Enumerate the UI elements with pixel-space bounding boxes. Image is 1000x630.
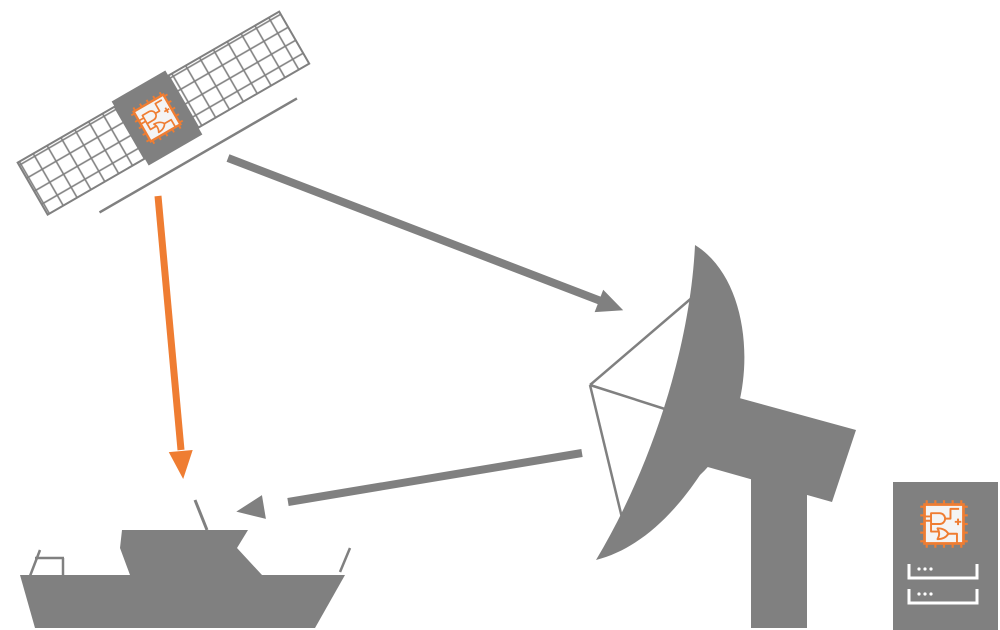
ship-mast xyxy=(193,499,209,531)
drive-slot xyxy=(907,564,979,580)
server-icon xyxy=(893,482,998,630)
ship-hull xyxy=(20,575,345,628)
ship-icon xyxy=(20,499,352,628)
ship-stern-line xyxy=(338,547,352,573)
ship-cabin xyxy=(120,530,262,575)
arrow-satellite-to-ship xyxy=(154,195,193,479)
satellite-boom xyxy=(98,97,298,214)
dish-feed-struts xyxy=(588,295,695,523)
drive-indicator-dots xyxy=(917,592,933,596)
drive-indicator-dots xyxy=(917,567,933,571)
dish-bowl xyxy=(596,245,745,560)
drive-slot xyxy=(907,589,979,605)
satellite-dish-icon xyxy=(588,245,856,628)
fpga-chip-icon xyxy=(918,498,970,550)
arrow-dish-to-ship xyxy=(236,449,583,519)
ship-railing xyxy=(28,549,65,577)
solar-panel-right xyxy=(166,10,311,129)
arrow-satellite-to-dish xyxy=(226,154,624,313)
